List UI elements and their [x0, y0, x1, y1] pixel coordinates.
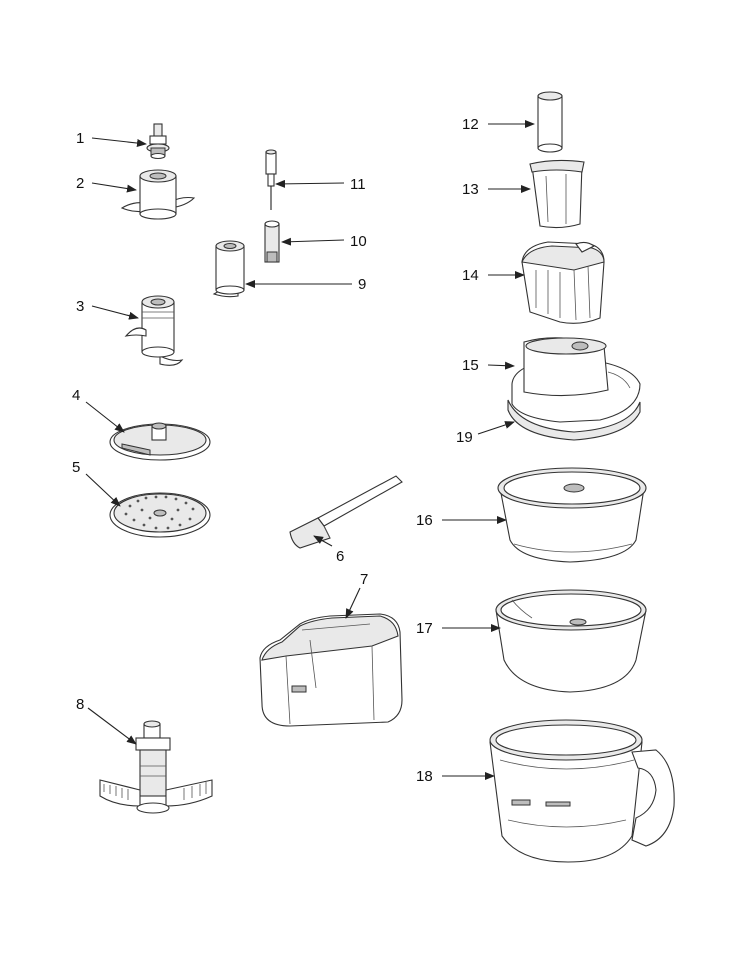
callout-7: 7	[360, 571, 368, 588]
callout-16: 16	[416, 512, 433, 529]
part-11-spindle[interactable]	[265, 149, 277, 210]
part-19-lid-ring[interactable]	[507, 399, 641, 441]
callout-19: 19	[456, 429, 473, 446]
callout-5: 5	[72, 459, 80, 476]
callout-14: 14	[462, 267, 479, 284]
part-18-work-bowl[interactable]	[489, 719, 675, 863]
part-4-slicing-disc[interactable]	[109, 422, 211, 461]
callout-labels: 1 2 3 4 5 6 7 8 9 10 11 12 13 14 15 19 1…	[72, 116, 479, 785]
callout-17: 17	[416, 620, 433, 637]
part-6-spatula[interactable]	[289, 475, 403, 549]
part-17-medium-bowl[interactable]	[495, 589, 647, 693]
part-13-medium-pusher[interactable]	[529, 159, 585, 229]
callout-13: 13	[462, 181, 479, 198]
part-14-large-pusher[interactable]	[521, 241, 605, 324]
part-7-storage-case[interactable]	[259, 613, 403, 727]
callout-1: 1	[76, 130, 84, 147]
part-9-drive-shaft[interactable]	[212, 240, 245, 298]
callout-8: 8	[76, 696, 84, 713]
part-10-sleeve[interactable]	[264, 220, 280, 263]
callout-2: 2	[76, 175, 84, 192]
part-1-drive-adapter[interactable]	[146, 123, 170, 160]
part-15-lid[interactable]	[511, 337, 641, 423]
part-16-mini-bowl[interactable]	[497, 467, 647, 563]
part-8-dough-blade[interactable]	[99, 720, 213, 814]
callout-9: 9	[358, 276, 366, 293]
callout-4: 4	[72, 387, 80, 404]
callout-6: 6	[336, 548, 344, 565]
leader-lines	[85, 120, 535, 780]
callout-15: 15	[462, 357, 479, 374]
callout-11: 11	[350, 176, 366, 193]
callout-18: 18	[416, 768, 433, 785]
part-5-shredding-disc[interactable]	[109, 492, 211, 538]
callout-3: 3	[76, 298, 84, 315]
callout-10: 10	[350, 233, 367, 250]
part-12-small-pusher[interactable]	[537, 91, 563, 153]
callout-12: 12	[462, 116, 479, 133]
shredding-holes	[124, 495, 195, 530]
part-3-multipurpose-blade[interactable]	[124, 295, 184, 366]
part-2-mini-blade[interactable]	[120, 169, 196, 220]
